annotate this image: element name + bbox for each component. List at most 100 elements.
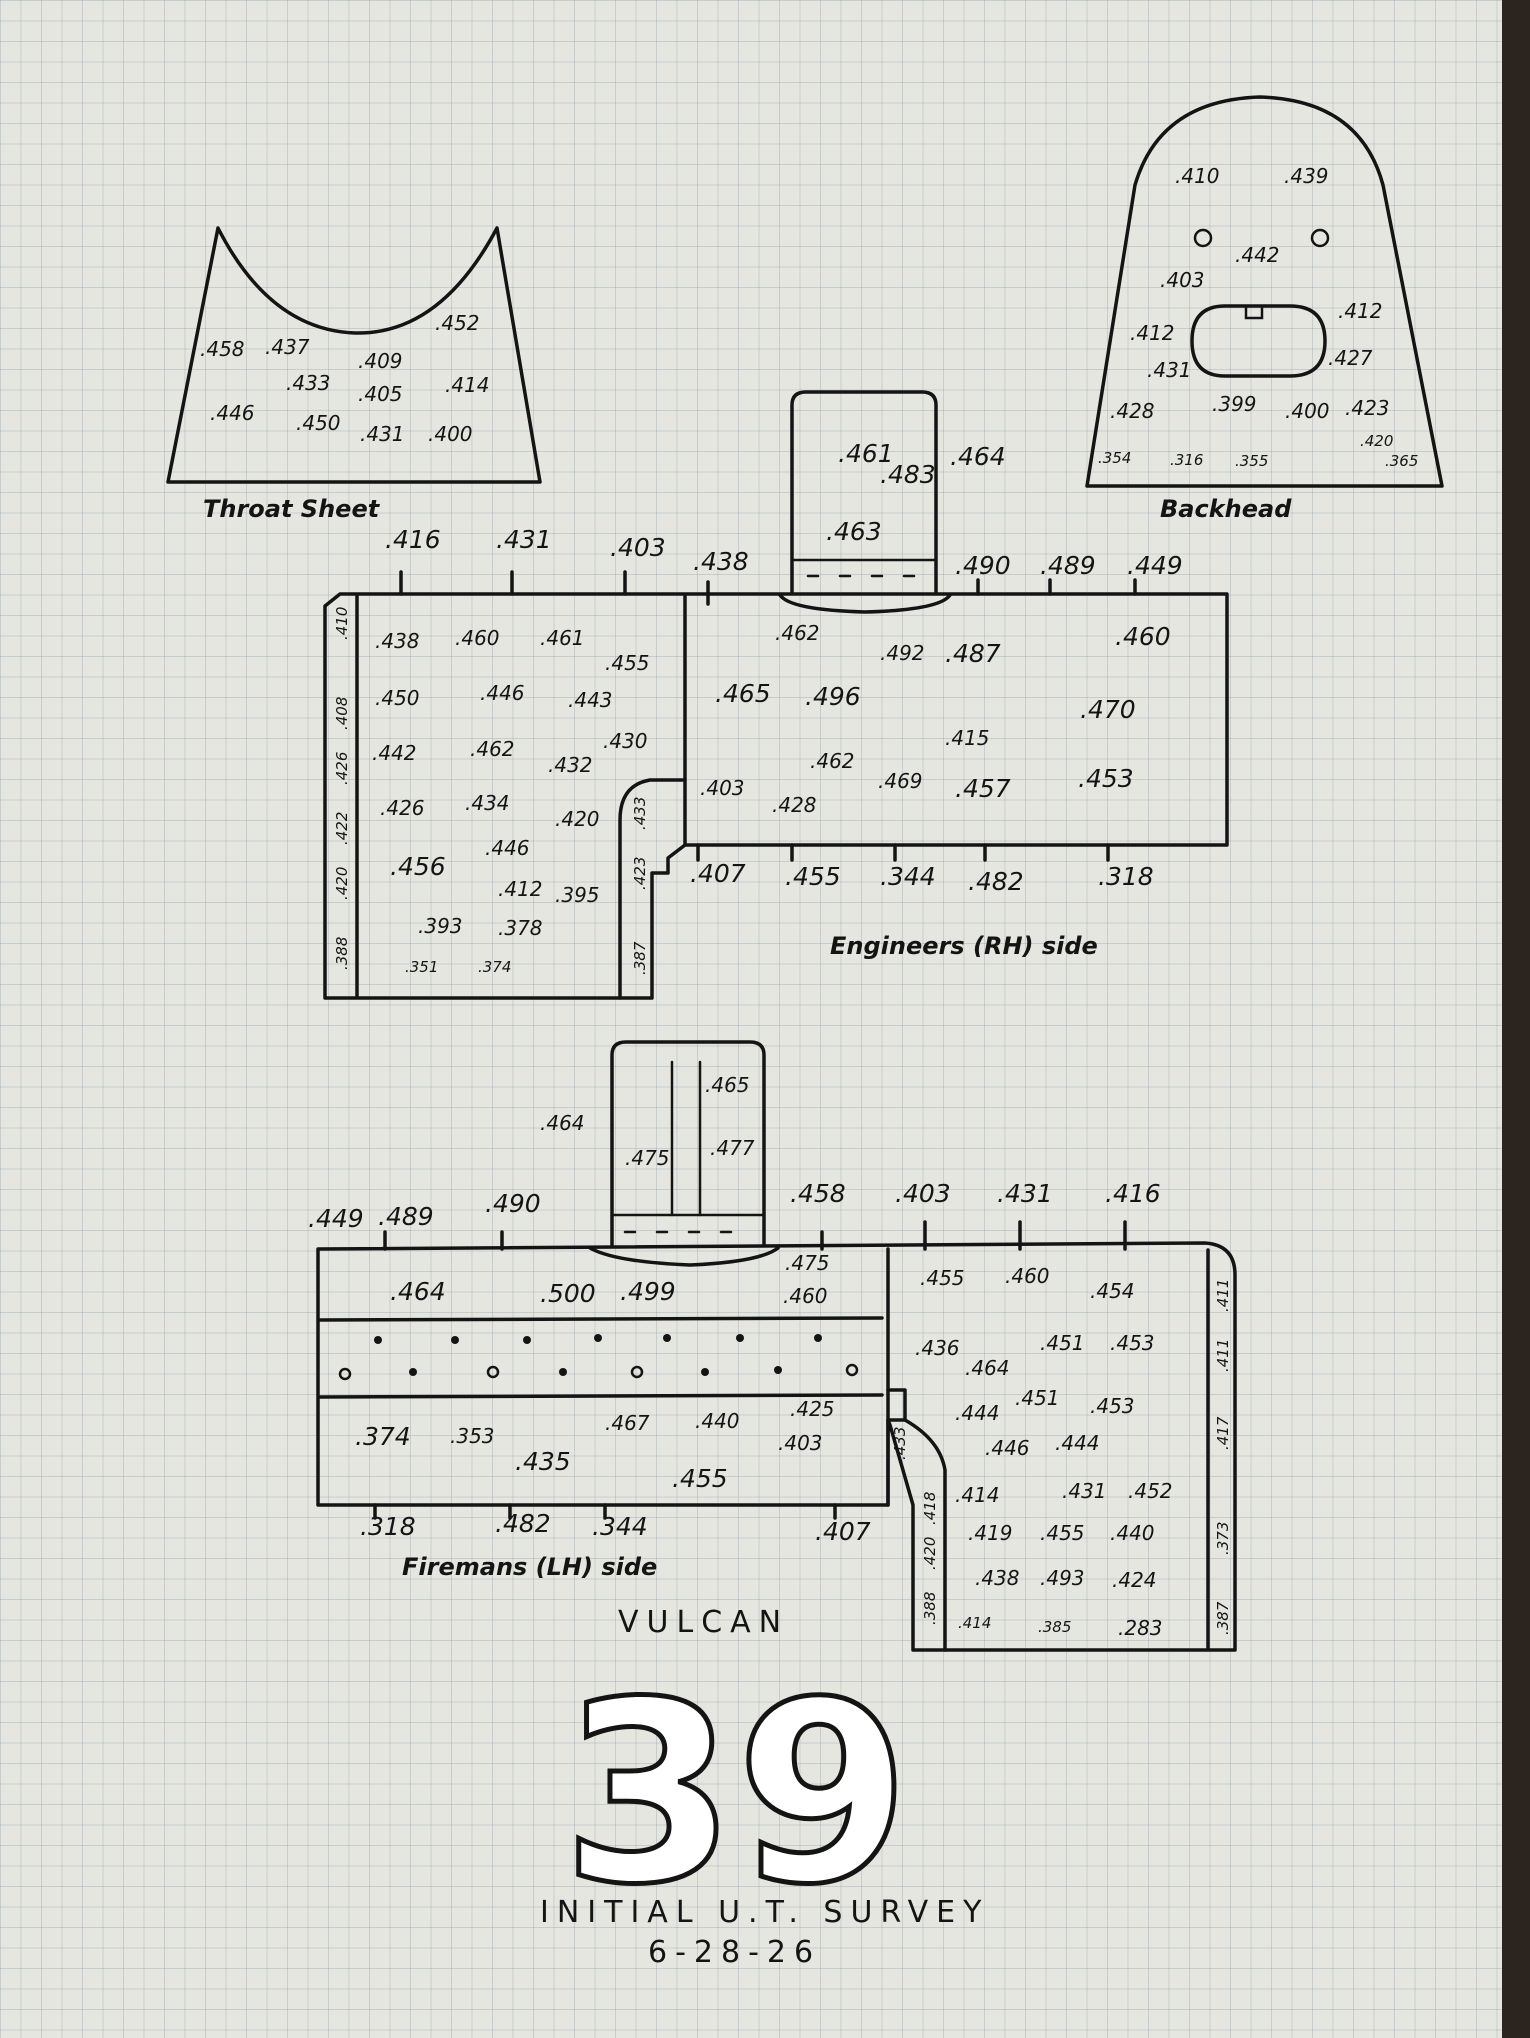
washout-plug — [845, 1363, 859, 1377]
rivet — [736, 1334, 744, 1342]
reading: .412 — [498, 877, 543, 901]
reading: .460 — [455, 626, 500, 650]
reading: .385 — [1038, 1618, 1071, 1636]
reading: .446 — [985, 1436, 1030, 1460]
reading: .451 — [1040, 1331, 1085, 1355]
reading: .427 — [1328, 346, 1373, 370]
reading: .464 — [965, 1356, 1010, 1380]
washout-plug — [486, 1365, 500, 1379]
edge-strip-reading: .373 — [1214, 1522, 1232, 1555]
rivet — [409, 1368, 417, 1376]
reading: .405 — [358, 382, 403, 406]
step-corner — [886, 1388, 907, 1422]
table-edge — [1502, 0, 1530, 2038]
backhead-diagram: .410 .439 .442 .403 .412 .412 .431 .427 … — [1085, 95, 1444, 523]
reading: .439 — [1284, 164, 1329, 188]
reading: .464 — [390, 1277, 446, 1306]
dome-reading: .461 — [838, 439, 894, 468]
reading: .443 — [568, 688, 613, 712]
reading: .446 — [210, 401, 255, 425]
bottom-reading: .318 — [360, 1512, 416, 1541]
step-strip-reading: .433 — [631, 797, 649, 830]
edge-strip-reading: .411 — [1214, 1339, 1232, 1372]
top-reading: .431 — [496, 525, 552, 554]
reading: .409 — [358, 349, 403, 373]
reading: .425 — [790, 1397, 835, 1421]
reading: .451 — [1015, 1386, 1060, 1410]
reading: .378 — [498, 916, 543, 940]
step-strip-reading: .433 — [891, 1427, 909, 1460]
reading: .426 — [380, 796, 425, 820]
dome-base — [778, 593, 952, 614]
reading: .452 — [1128, 1479, 1173, 1503]
top-reading: .438 — [693, 547, 749, 576]
reading: .442 — [372, 741, 417, 765]
bottom-reading: .482 — [495, 1509, 551, 1538]
reading: .393 — [418, 914, 463, 938]
reading: .469 — [878, 769, 923, 793]
engineers-dome — [790, 390, 938, 594]
rivet — [451, 1336, 459, 1344]
reading: .462 — [470, 737, 515, 761]
reading: .419 — [968, 1521, 1013, 1545]
reading: .500 — [540, 1279, 596, 1308]
reading: .316 — [1170, 451, 1203, 469]
reading: .355 — [1235, 452, 1268, 470]
reading: .351 — [405, 958, 438, 976]
edge-strip-reading: .388 — [333, 937, 351, 970]
reading: .433 — [286, 371, 331, 395]
reading: .438 — [375, 629, 420, 653]
reading: .414 — [955, 1483, 1000, 1507]
reading: .412 — [1130, 321, 1175, 345]
firemans-side-diagram: .449 .489 .490 .458 .403 .431 .416 .464 … — [308, 1040, 1237, 1652]
bottom-reading: .407 — [815, 1517, 871, 1546]
gauge-fitting-left — [1193, 228, 1213, 248]
firedoor-latch — [1244, 304, 1264, 320]
reading: .399 — [1212, 392, 1257, 416]
top-reading: .489 — [378, 1202, 434, 1231]
rivet — [814, 1334, 822, 1342]
reading: .374 — [478, 958, 511, 976]
reading: .410 — [1175, 164, 1220, 188]
engine-number: 39 — [562, 1648, 910, 1939]
reading: .420 — [555, 807, 600, 831]
dome-reading: .483 — [880, 460, 936, 489]
throat-sheet-label: Throat Sheet — [203, 495, 381, 523]
reading: .428 — [1110, 399, 1155, 423]
survey-title: INITIAL U.T. SURVEY — [540, 1895, 989, 1930]
reading: .493 — [1040, 1566, 1085, 1590]
throat-sheet-diagram: .458 .437 .452 .409 .433 .405 .414 .446 … — [166, 226, 542, 523]
engineers-side-label: Engineers (RH) side — [830, 932, 1098, 960]
engine-name: VULCAN — [618, 1605, 789, 1640]
reading: .453 — [1110, 1331, 1155, 1355]
edge-strip-reading: .410 — [333, 607, 351, 640]
top-reading: .490 — [485, 1189, 541, 1218]
step-strip-reading: .388 — [921, 1592, 939, 1625]
dome-reading: .475 — [625, 1146, 670, 1170]
edge-strip-reading: .426 — [333, 752, 351, 785]
reading: .455 — [605, 651, 650, 675]
reading: .353 — [450, 1424, 495, 1448]
reading: .455 — [672, 1464, 728, 1493]
reading: .475 — [785, 1251, 830, 1275]
edge-strip-reading: .422 — [333, 812, 351, 845]
reading: .403 — [700, 776, 745, 800]
top-reading: .490 — [955, 551, 1011, 580]
reading: .446 — [480, 681, 525, 705]
dome-reading: .463 — [826, 517, 882, 546]
reading: .456 — [390, 852, 446, 881]
reading: .403 — [1160, 268, 1205, 292]
reading: .454 — [1090, 1279, 1135, 1303]
reading: .354 — [1098, 449, 1131, 467]
rivet — [663, 1334, 671, 1342]
edge-strip-reading: .420 — [333, 867, 351, 900]
step-strip — [618, 778, 687, 1000]
title-block: VULCAN 39 INITIAL U.T. SURVEY 6-28-26 — [540, 1605, 989, 1970]
reading: .437 — [265, 335, 310, 359]
reading: .432 — [548, 753, 593, 777]
reading: .470 — [1080, 695, 1136, 724]
bottom-reading: .318 — [1098, 862, 1154, 891]
dome-reading: .477 — [710, 1136, 755, 1160]
band-divider-bottom — [318, 1393, 884, 1399]
